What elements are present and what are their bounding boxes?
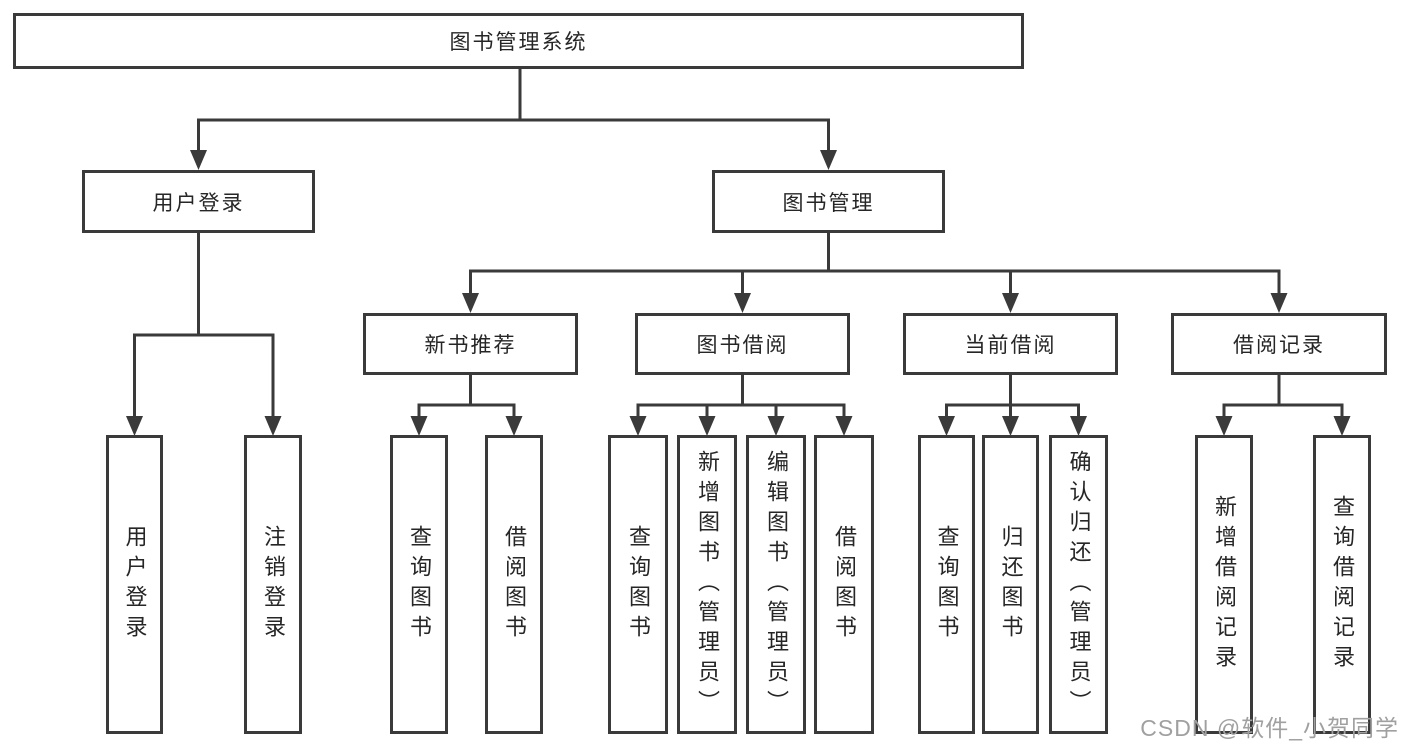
node-logout-leaf: 注销登录 (244, 435, 302, 734)
node-query-books-3: 查询图书 (918, 435, 975, 734)
node-borrow-books-2: 借阅图书 (814, 435, 874, 734)
node-return-books: 归还图书 (982, 435, 1039, 734)
node-confirm-return-admin: 确认归还（管理员） (1049, 435, 1108, 734)
node-borrowing-records: 借阅记录 (1171, 313, 1387, 375)
node-library-management-system: 图书管理系统 (13, 13, 1024, 69)
node-borrow-books-1: 借阅图书 (485, 435, 543, 734)
node-query-books-2: 查询图书 (608, 435, 668, 734)
arrowheads (126, 150, 1351, 436)
node-add-books-admin: 新增图书（管理员） (677, 435, 737, 734)
csdn-watermark: CSDN @软件_小贺同学 (1140, 715, 1399, 741)
node-user-login-leaf: 用户登录 (106, 435, 163, 734)
node-new-book-recommendation: 新书推荐 (363, 313, 578, 375)
node-add-borrow-record: 新增借阅记录 (1195, 435, 1253, 734)
node-query-books-1: 查询图书 (390, 435, 448, 734)
node-book-borrowing: 图书借阅 (635, 313, 850, 375)
node-current-borrowing: 当前借阅 (903, 313, 1118, 375)
node-book-management: 图书管理 (712, 170, 945, 233)
node-query-borrow-record: 查询借阅记录 (1313, 435, 1371, 734)
node-edit-books-admin: 编辑图书（管理员） (746, 435, 806, 734)
node-user-login: 用户登录 (82, 170, 315, 233)
